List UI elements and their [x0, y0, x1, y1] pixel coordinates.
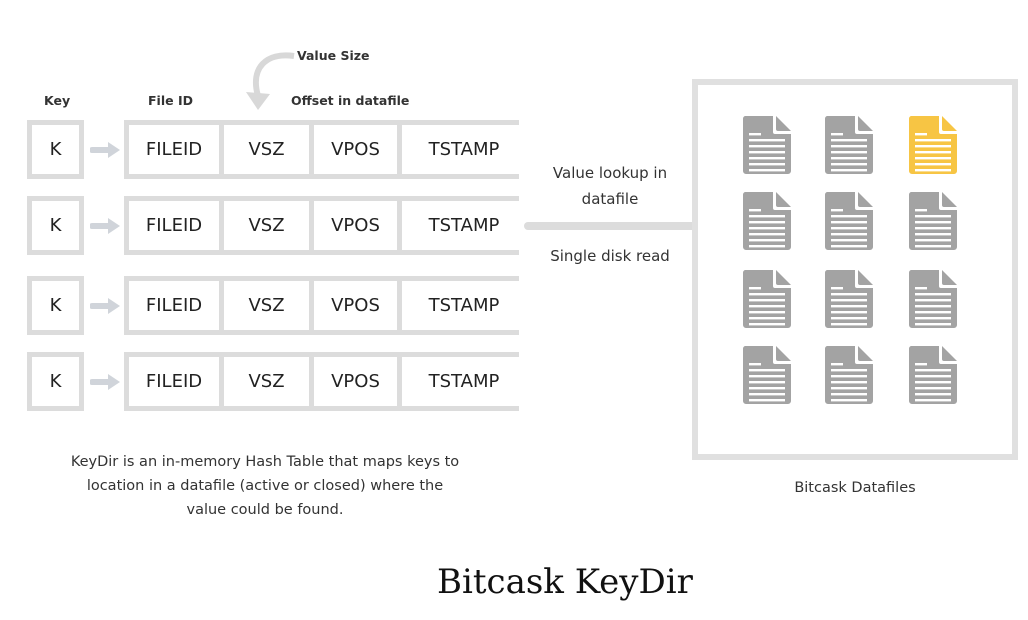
datafile-icon — [909, 346, 957, 404]
field-vsz: VSZ — [224, 125, 309, 174]
field-tstamp: TSTAMP — [402, 357, 526, 406]
field-vsz: VSZ — [224, 201, 309, 250]
offset-header: Offset in datafile — [291, 93, 410, 108]
datafile-icon — [825, 192, 873, 250]
key-cell: K — [27, 276, 84, 335]
active-datafile-icon — [909, 116, 957, 174]
diagram-title: Bitcask KeyDir — [437, 562, 693, 602]
file-id-header: File ID — [148, 93, 193, 108]
key-cell: K — [27, 196, 84, 255]
key-cell: K — [27, 352, 84, 411]
description-line-1: KeyDir is an in-memory Hash Table that m… — [70, 454, 460, 470]
map-arrow-icon — [90, 374, 120, 390]
field-vpos: VPOS — [314, 125, 397, 174]
field-vsz: VSZ — [224, 357, 309, 406]
field-fileid: FILEID — [129, 201, 219, 250]
field-tstamp: TSTAMP — [402, 281, 526, 330]
field-vpos: VPOS — [314, 357, 397, 406]
field-fileid: FILEID — [129, 281, 219, 330]
description-line-3: value could be found. — [186, 502, 344, 518]
datafile-icon — [743, 346, 791, 404]
field-fileid: FILEID — [129, 125, 219, 174]
curved-arrow-icon — [246, 52, 295, 110]
datafile-icon — [743, 192, 791, 250]
value-size-header: Value Size — [297, 48, 370, 63]
datafile-icon — [825, 270, 873, 328]
disk-read-label: Single disk read — [550, 247, 670, 265]
datafile-icon — [743, 116, 791, 174]
datafile-icon — [825, 346, 873, 404]
datafile-icon — [825, 116, 873, 174]
map-arrow-icon — [90, 218, 120, 234]
lookup-label-line1: Value lookup in — [552, 164, 668, 182]
datafile-icon — [909, 192, 957, 250]
datafile-icon — [743, 270, 791, 328]
key-header: Key — [44, 93, 71, 108]
field-vsz: VSZ — [224, 281, 309, 330]
field-tstamp: TSTAMP — [402, 201, 526, 250]
map-arrow-icon — [90, 142, 120, 158]
description-line-2: location in a datafile (active or closed… — [86, 478, 444, 494]
field-fileid: FILEID — [129, 357, 219, 406]
key-cell: K — [27, 120, 84, 179]
datafiles-label: Bitcask Datafiles — [794, 480, 916, 496]
field-tstamp: TSTAMP — [402, 125, 526, 174]
field-vpos: VPOS — [314, 201, 397, 250]
field-vpos: VPOS — [314, 281, 397, 330]
keydir-description: KeyDir is an in-memory Hash Table that m… — [40, 450, 490, 522]
map-arrow-icon — [90, 298, 120, 314]
lookup-label-line2: datafile — [581, 190, 639, 208]
datafile-icon — [909, 270, 957, 328]
